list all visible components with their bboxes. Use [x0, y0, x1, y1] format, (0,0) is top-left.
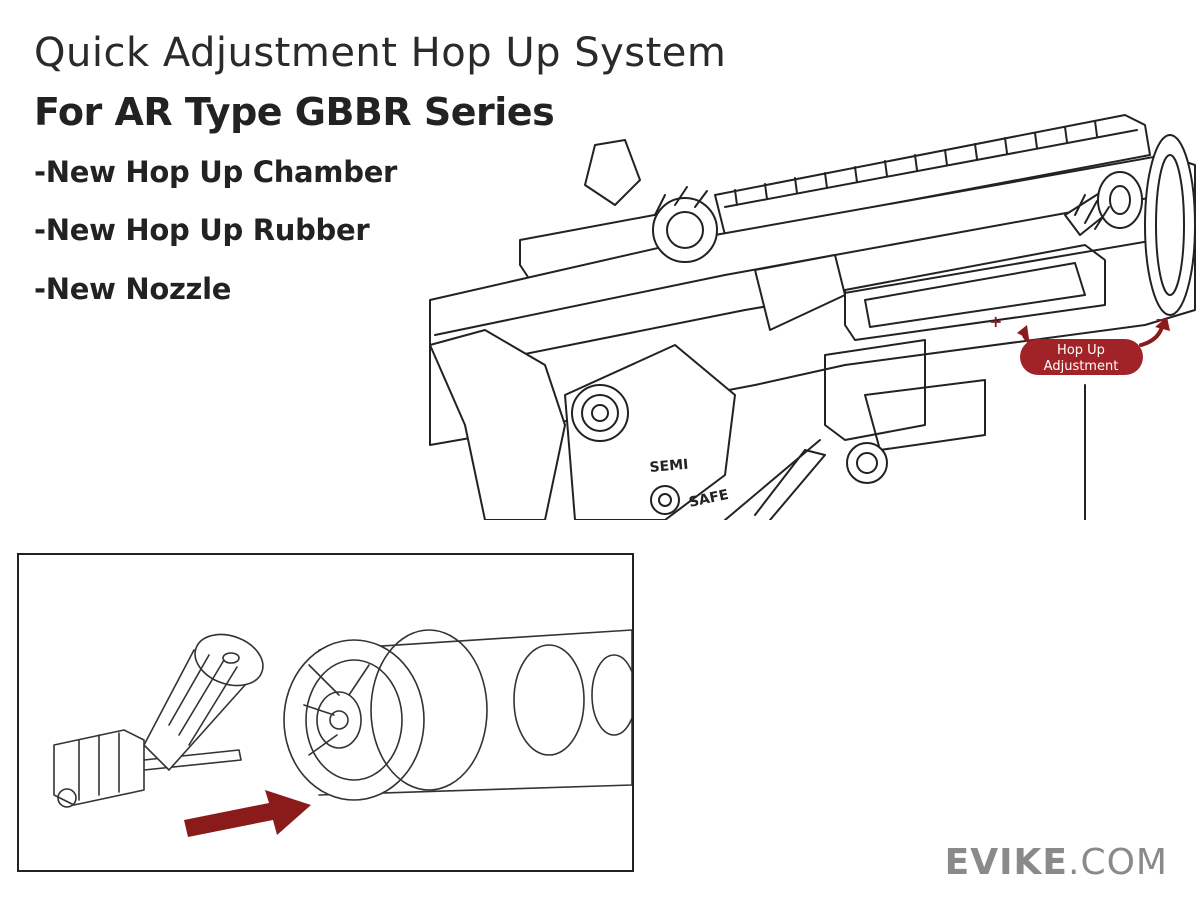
evike-logo: EVIKE.COM	[945, 842, 1168, 883]
selector-semi-label: SEMI	[649, 457, 689, 476]
callout-badge	[1020, 339, 1143, 375]
ejection-port	[844, 244, 1106, 341]
brand-name: EVIKE	[944, 842, 1069, 883]
rear-sight	[584, 139, 718, 263]
insert-arrow-icon	[184, 790, 311, 837]
feature-hop-up-chamber: -New Hop Up Chamber	[34, 155, 398, 189]
inset-exploded-view	[17, 553, 634, 872]
page-title: Quick Adjustment Hop Up System	[34, 30, 727, 76]
callout-line2: Adjustment	[1044, 359, 1119, 374]
rifle-receiver-diagram: SEMI SAFE Hop Up Adjustment + −	[429, 114, 1196, 520]
lower-receiver	[429, 329, 566, 520]
feature-hop-up-rubber: -New Hop Up Rubber	[34, 213, 370, 247]
top-rail	[714, 114, 1151, 236]
exploded-view-diagram	[53, 629, 632, 837]
plus-sign: +	[989, 312, 1002, 331]
hop-up-adjustment-callout: Hop Up Adjustment + −	[989, 310, 1170, 375]
callout-line1: Hop Up	[1057, 343, 1105, 358]
page-subtitle: For AR Type GBBR Series	[34, 90, 555, 134]
feature-nozzle: -New Nozzle	[34, 272, 232, 306]
brand-suffix: .COM	[1068, 842, 1168, 883]
mag-release	[846, 442, 888, 484]
pivot-pin	[571, 384, 629, 442]
minus-sign: −	[1155, 310, 1168, 329]
hop-up-dial	[1064, 171, 1143, 236]
outer-barrel	[318, 629, 632, 796]
